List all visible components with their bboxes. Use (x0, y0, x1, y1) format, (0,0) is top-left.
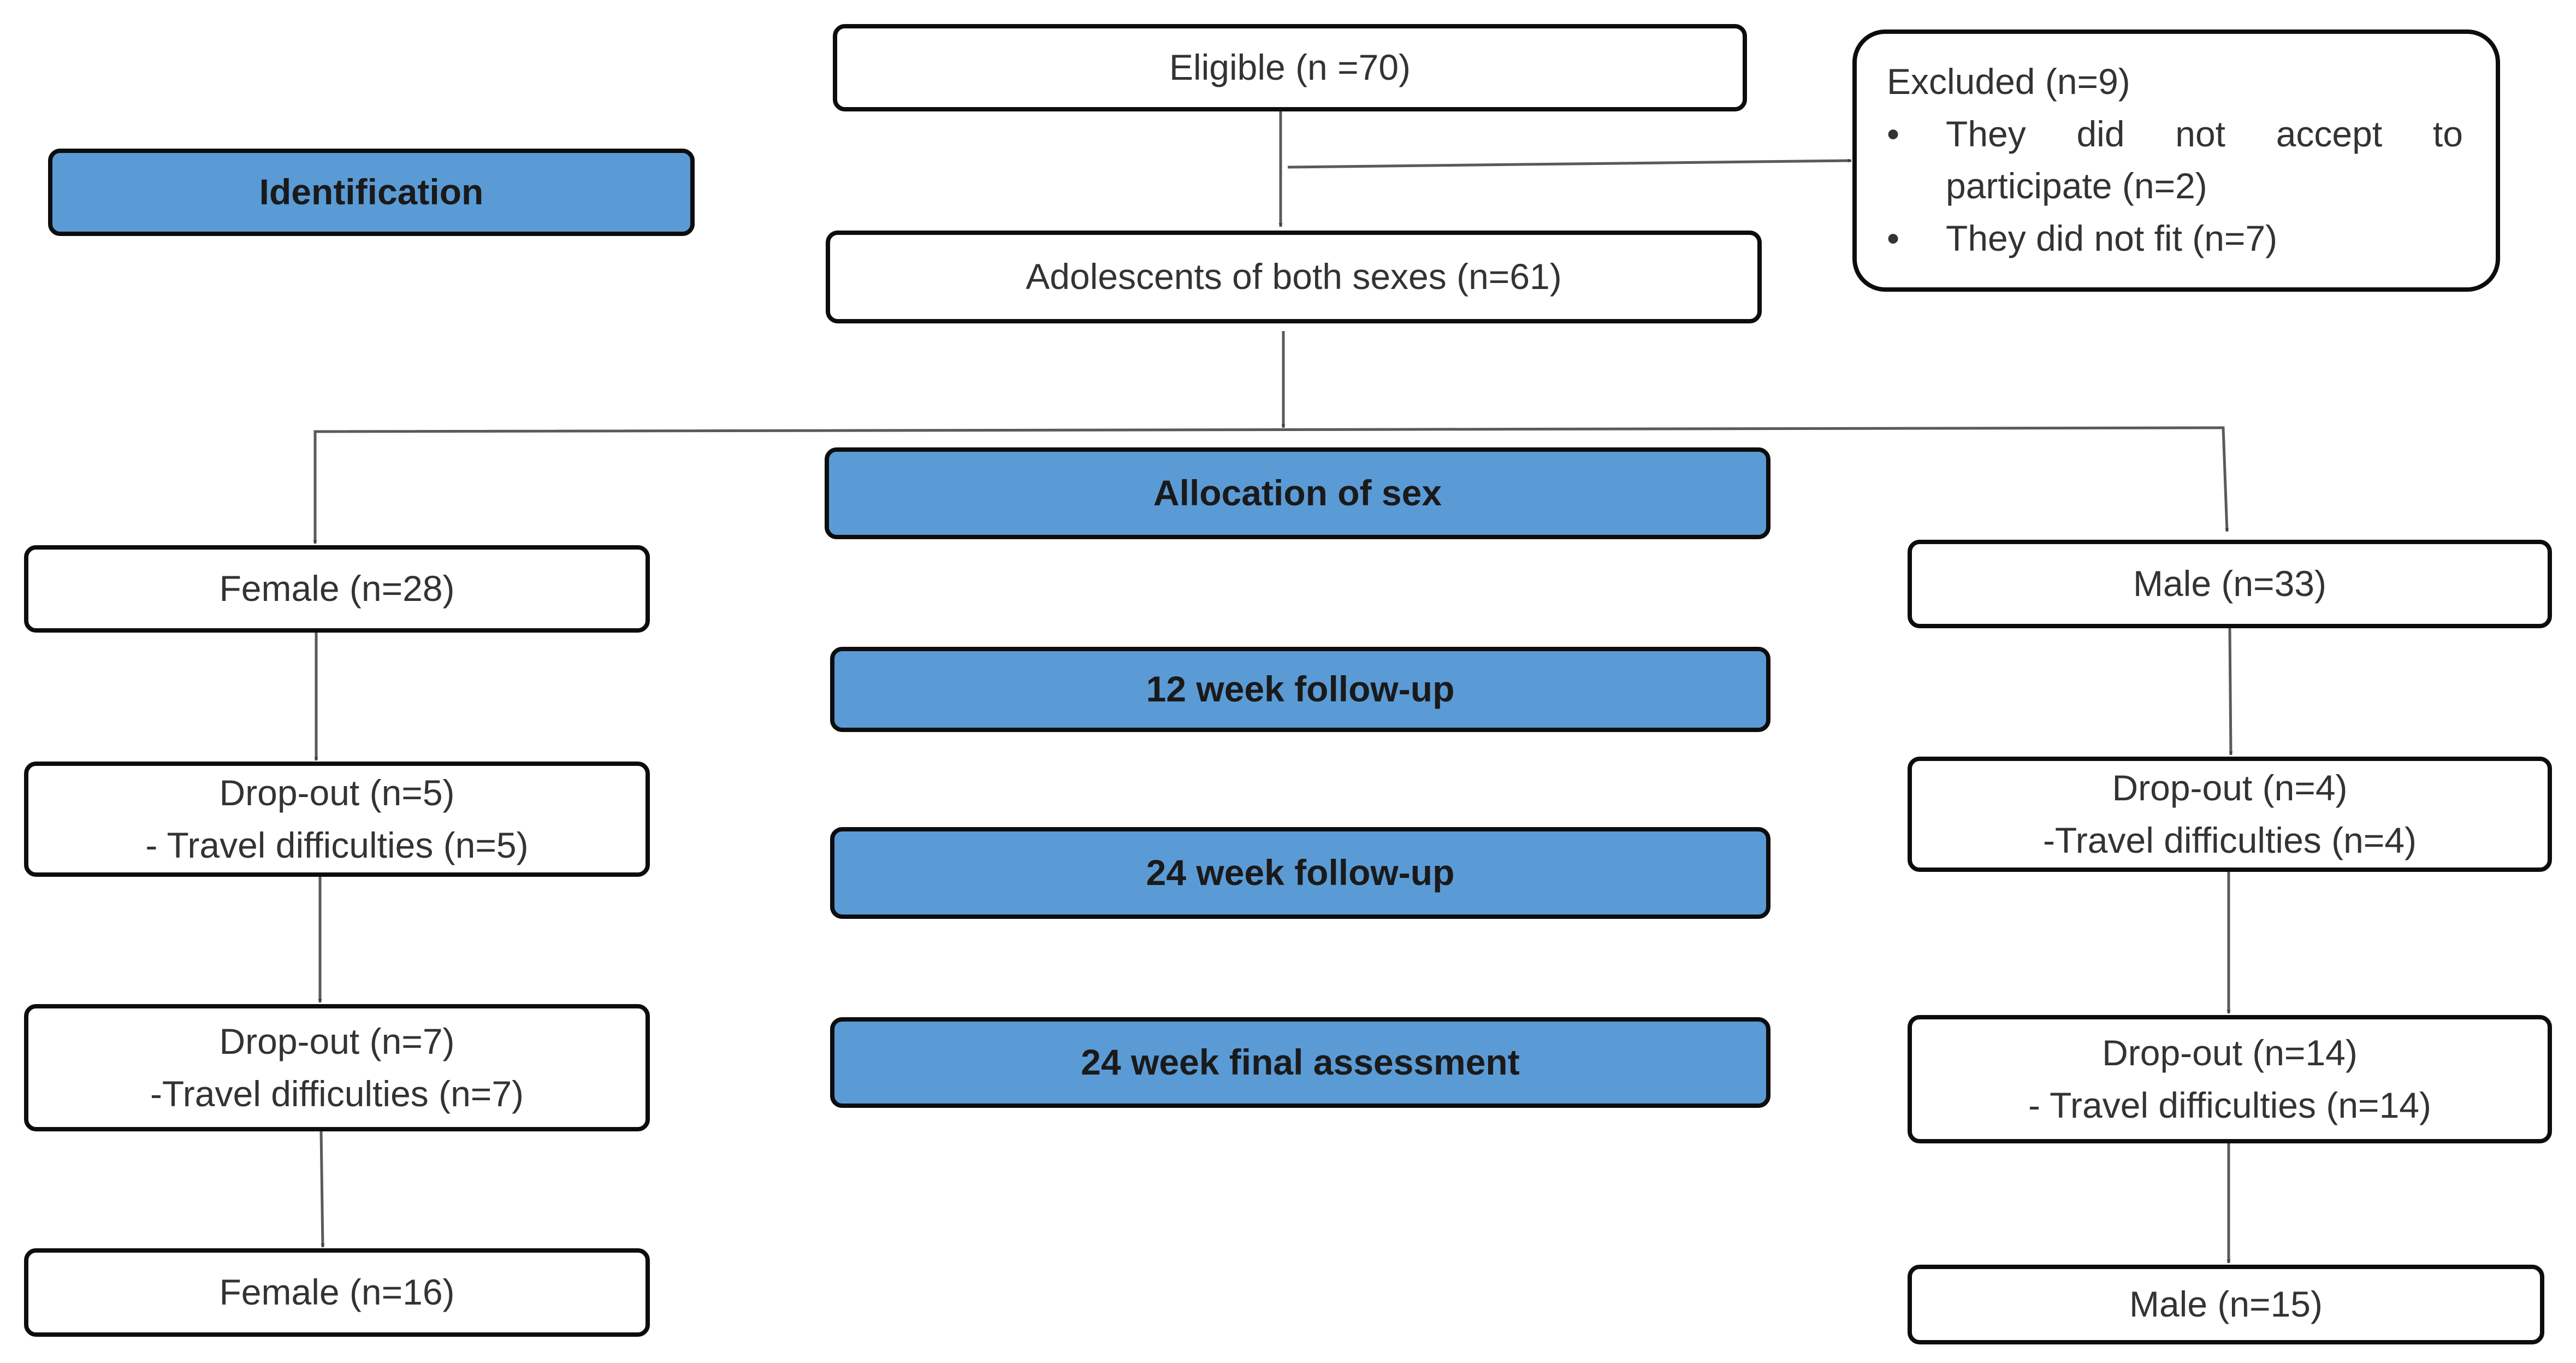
excluded-word: not (2175, 113, 2225, 154)
male-dropout1-line1: Drop-out (n=4) (2112, 767, 2348, 808)
female-dropout1-line1: Drop-out (n=5) (219, 772, 455, 813)
male-dropout1-box: Drop-out (n=4) -Travel difficulties (n=4… (1908, 757, 2552, 872)
male-dropout2-box: Drop-out (n=14) - Travel difficulties (n… (1908, 1015, 2552, 1143)
excluded-title: Excluded (n=9) (1887, 61, 2130, 102)
excluded-item-1: • They did not accept to participate (n=… (1887, 108, 2463, 213)
adolescents-box: Adolescents of both sexes (n=61) (826, 231, 1762, 323)
excluded-item-1-first-line: They did not accept to (1946, 108, 2463, 161)
male-dropout2-line1: Drop-out (n=14) (2102, 1032, 2358, 1073)
male-start-text: Male (n=33) (2133, 563, 2326, 604)
excluded-word: accept (2276, 113, 2383, 154)
male-dropout2-line2: - Travel difficulties (n=14) (2028, 1084, 2431, 1125)
identification-label: Identification (48, 149, 695, 236)
excluded-item-1-continuation: participate (n=2) (1946, 166, 2207, 206)
excluded-word: to (2432, 113, 2463, 154)
female-end-text: Female (n=16) (219, 1272, 455, 1313)
excluded-box: Excluded (n=9) • They did not accept to … (1852, 29, 2500, 292)
female-dropout2-box: Drop-out (n=7) -Travel difficulties (n=7… (24, 1004, 650, 1131)
female-end-box: Female (n=16) (24, 1248, 650, 1337)
arrow-female-dropout2-to-end (319, 1131, 325, 1248)
male-start-box: Male (n=33) (1908, 540, 2552, 628)
female-dropout1-line2: - Travel difficulties (n=5) (145, 824, 529, 865)
bullet-icon: • (1887, 218, 1900, 259)
adolescents-text: Adolescents of both sexes (n=61) (1026, 256, 1562, 297)
eligible-text: Eligible (n =70) (1169, 47, 1411, 88)
eligible-box: Eligible (n =70) (833, 24, 1747, 111)
female-dropout2-line2: -Travel difficulties (n=7) (150, 1073, 524, 1114)
week24-text: 24 week follow-up (1146, 852, 1455, 893)
female-dropout2-line1: Drop-out (n=7) (219, 1020, 455, 1061)
bullet-icon: • (1887, 113, 1900, 154)
allocation-stage: Allocation of sex (825, 447, 1770, 539)
week24-stage: 24 week follow-up (830, 827, 1770, 919)
female-dropout1-box: Drop-out (n=5) - Travel difficulties (n=… (24, 762, 650, 877)
female-start-box: Female (n=28) (24, 545, 650, 633)
male-end-box: Male (n=15) (1908, 1265, 2544, 1344)
final-text: 24 week final assessment (1081, 1042, 1520, 1083)
male-end-text: Male (n=15) (2129, 1284, 2323, 1325)
final-stage: 24 week final assessment (830, 1017, 1770, 1108)
arrow-to-excluded (1287, 158, 1852, 169)
female-start-text: Female (n=28) (219, 568, 455, 609)
excluded-word: did (2076, 113, 2125, 154)
week12-text: 12 week follow-up (1146, 669, 1455, 710)
week12-stage: 12 week follow-up (830, 647, 1770, 732)
identification-text: Identification (259, 172, 484, 213)
male-dropout1-line2: -Travel difficulties (n=4) (2042, 819, 2417, 860)
arrow-male-to-dropout1 (2228, 628, 2233, 756)
excluded-word: They (1946, 113, 2026, 154)
allocation-text: Allocation of sex (1153, 473, 1442, 514)
excluded-item-2: • They did not fit (n=7) (1887, 213, 2463, 265)
excluded-item-2-text: They did not fit (n=7) (1946, 218, 2278, 259)
